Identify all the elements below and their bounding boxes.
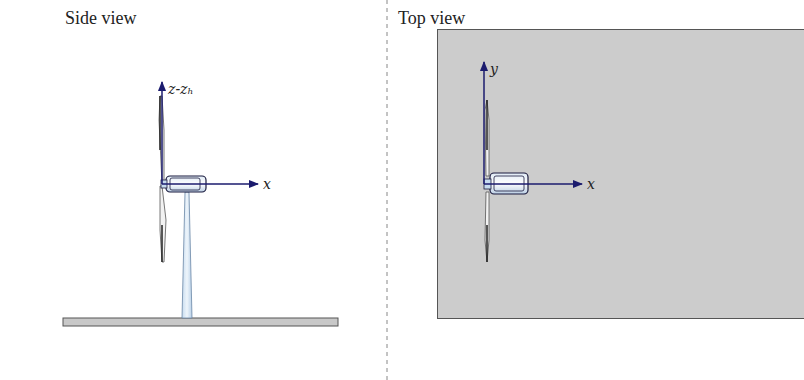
- view-title: Side view: [65, 9, 137, 27]
- axis-label: x: [587, 177, 595, 191]
- view-title: Top view: [398, 9, 465, 27]
- axis-label: y: [490, 62, 498, 76]
- axis-label: z-zₕ: [168, 82, 194, 96]
- axis-label: x: [263, 177, 271, 191]
